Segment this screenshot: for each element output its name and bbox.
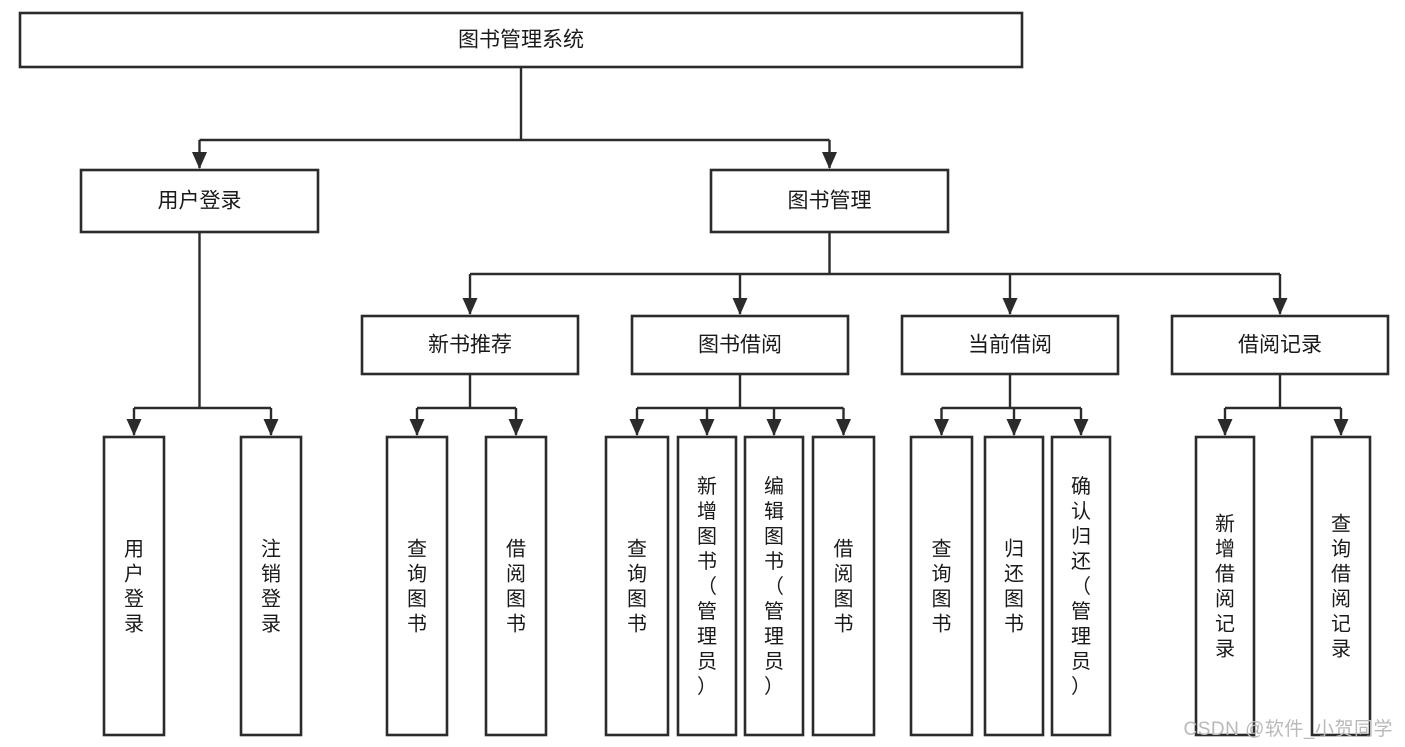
node-box [385,435,449,737]
node-box [1170,314,1390,376]
node-current-borrow[interactable]: 当前借阅 [900,314,1120,376]
node-box [900,314,1120,376]
node-leaf-borrow-book-b[interactable]: 借阅图书 [811,435,876,737]
node-leaf-user-login[interactable]: 用户登录 [102,435,166,737]
connector-arrow-icon [629,419,645,436]
node-box [102,435,166,737]
connector-arrow-icon [1217,419,1233,436]
node-label: 借阅记录 [1238,334,1322,357]
node-label: 查询图书 [407,538,427,636]
node-label: 图书管理 [788,190,872,213]
node-label: 确认归还（管理员） [1071,475,1091,698]
node-box [360,314,580,376]
nodes-layer: 图书管理系统用户登录图书管理新书推荐图书借阅当前借阅借阅记录用户登录注销登录查询… [18,11,1390,737]
connectors-layer [126,67,1349,436]
node-label: 当前借阅 [968,334,1052,357]
node-leaf-add-book[interactable]: 新增图书（管理员） [676,435,738,737]
connector-arrow-icon [508,419,524,436]
node-label: 用户登录 [124,539,144,636]
connector-arrow-icon [732,298,748,315]
connector-arrow-icon [1002,298,1018,315]
connector-arrow-icon [1272,298,1288,315]
connector-arrow-icon [766,419,782,436]
node-box [1050,435,1112,737]
node-leaf-edit-book[interactable]: 编辑图书（管理员） [743,435,805,737]
connector-arrow-icon [462,298,478,315]
node-box [18,11,1024,69]
node-box [630,314,850,376]
node-root[interactable]: 图书管理系统 [18,11,1024,69]
node-leaf-add-record[interactable]: 新增借阅记录 [1194,435,1256,737]
node-label: 查询图书 [932,538,952,636]
node-box [484,435,548,737]
connector-arrow-icon [126,419,142,436]
node-box [676,435,738,737]
node-box [811,435,876,737]
node-label: 新书推荐 [428,334,512,357]
connector-arrow-icon [822,152,837,169]
connector-arrow-icon [409,419,425,436]
node-label: 查询借阅记录 [1331,513,1351,661]
node-box [604,435,670,737]
connector-arrow-icon [1006,419,1022,436]
node-box [743,435,805,737]
connector-arrow-icon [192,152,207,169]
connector-arrow-icon [699,419,715,436]
node-label: 归还图书 [1004,538,1024,636]
node-box [983,435,1045,737]
node-leaf-query-book-a[interactable]: 查询图书 [385,435,449,737]
node-book-manage[interactable]: 图书管理 [709,168,950,234]
node-box [239,435,303,737]
node-label: 借阅图书 [506,538,526,636]
node-book-borrow[interactable]: 图书借阅 [630,314,850,376]
node-user-login[interactable]: 用户登录 [79,168,320,234]
connector-arrow-icon [934,419,949,436]
node-leaf-query-record[interactable]: 查询借阅记录 [1310,435,1372,737]
node-leaf-confirm-return[interactable]: 确认归还（管理员） [1050,435,1112,737]
node-leaf-query-book-c[interactable]: 查询图书 [909,435,974,737]
node-new-book-rec[interactable]: 新书推荐 [360,314,580,376]
node-label: 图书管理系统 [458,29,584,52]
node-leaf-return-book[interactable]: 归还图书 [983,435,1045,737]
node-leaf-logout[interactable]: 注销登录 [239,435,303,737]
node-box [909,435,974,737]
node-label: 注销登录 [261,538,281,636]
node-leaf-borrow-book-a[interactable]: 借阅图书 [484,435,548,737]
node-borrow-record[interactable]: 借阅记录 [1170,314,1390,376]
connector-arrow-icon [263,419,279,436]
connector-arrow-icon [836,419,851,436]
node-label: 用户登录 [158,190,242,213]
node-leaf-query-book-b[interactable]: 查询图书 [604,435,670,737]
node-box [1310,435,1372,737]
node-label: 新增图书（管理员） [697,475,717,698]
node-box [79,168,320,234]
node-label: 编辑图书（管理员） [764,475,784,698]
node-label: 图书借阅 [698,334,782,357]
node-label: 借阅图书 [834,538,854,636]
node-box [1194,435,1256,737]
node-box [709,168,950,234]
connector-arrow-icon [1333,419,1349,436]
connector-arrow-icon [1073,419,1089,436]
node-label: 新增借阅记录 [1215,513,1235,661]
node-label: 查询图书 [627,538,647,636]
